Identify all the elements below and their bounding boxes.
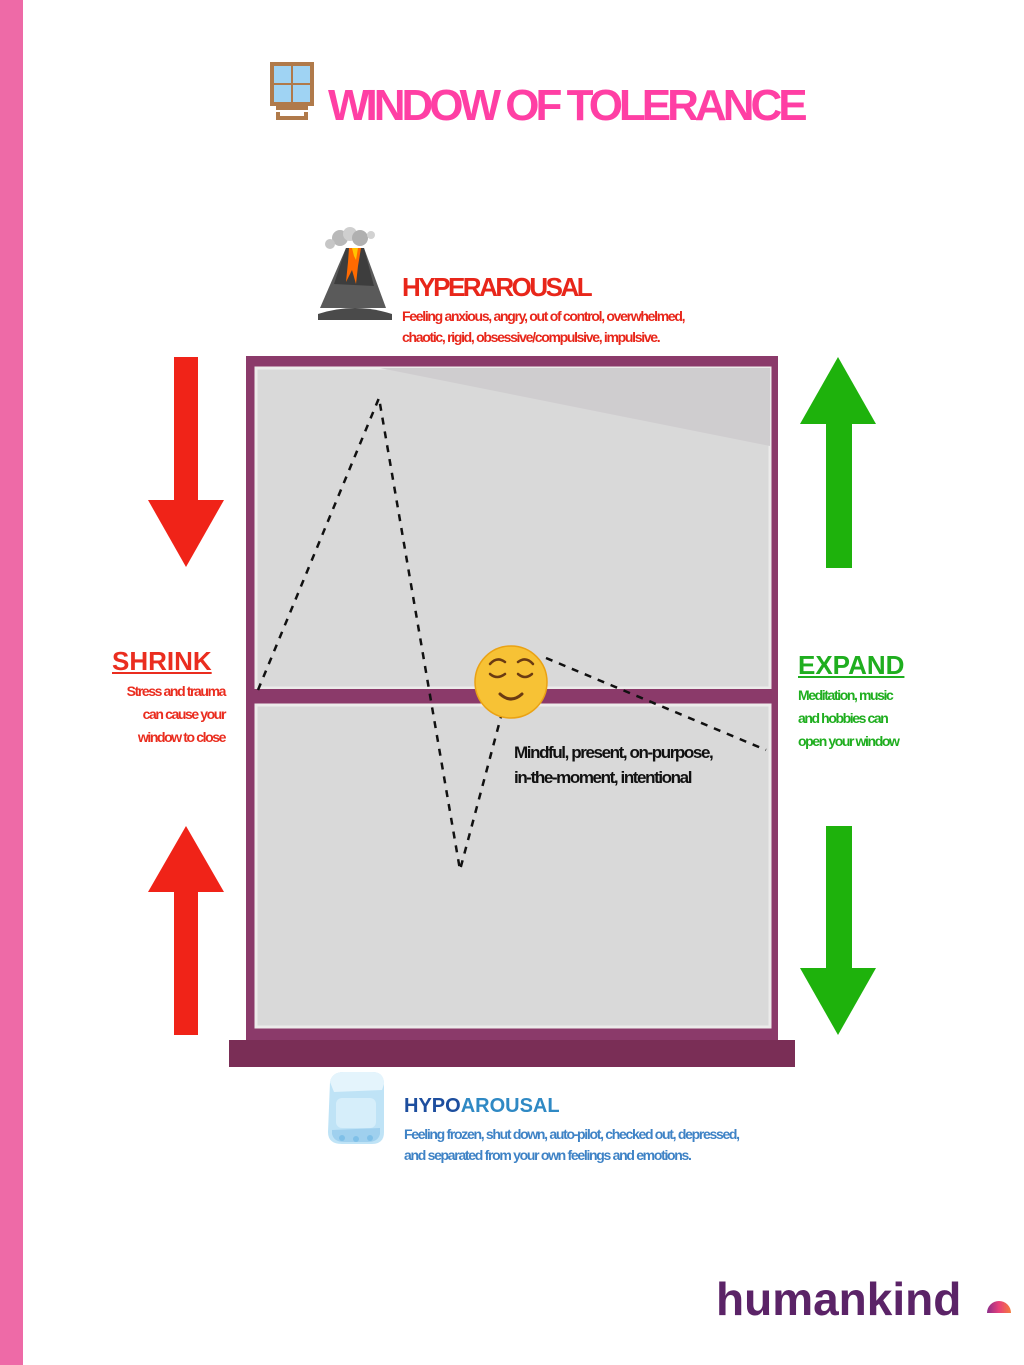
relieved-face-icon xyxy=(474,645,548,719)
shrink-arrow-down xyxy=(148,357,224,567)
center-desc-line: Mindful, present, on-purpose, xyxy=(514,743,714,762)
brand-name: humankind xyxy=(716,1273,962,1325)
hyperarousal-title: HYPERAROUSAL xyxy=(402,272,593,302)
expand-arrow-down xyxy=(800,826,876,1035)
shrink-desc-line: can cause your xyxy=(142,706,227,722)
shrink-title: SHRINK xyxy=(112,646,212,676)
center-description: Mindful, present, on-purpose, in-the-mom… xyxy=(514,740,714,790)
ice-cube-icon xyxy=(328,1072,384,1144)
lower-pane xyxy=(254,703,772,1029)
shrink-desc-line: Stress and trauma xyxy=(126,683,227,699)
hyperarousal-description: Feeling anxious, angry, out of control, … xyxy=(402,306,686,348)
hypoarousal-desc-line: and separated from your own feelings and… xyxy=(404,1147,692,1163)
expand-description: Meditation, music and hobbies can open y… xyxy=(798,684,900,753)
glass-reflection xyxy=(380,368,770,446)
expand-desc-line: Meditation, music xyxy=(798,687,894,703)
side-stripe xyxy=(0,0,23,1365)
hyperarousal-desc-line: chaotic, rigid, obsessive/compulsive, im… xyxy=(402,329,661,345)
brand-logo: humankind xyxy=(716,1276,1012,1336)
window-sill xyxy=(229,1040,795,1067)
arousal-path xyxy=(545,656,767,752)
window-icon xyxy=(270,62,314,120)
expand-desc-line: and hobbies can xyxy=(798,710,889,726)
hypoarousal-description: Feeling frozen, shut down, auto-pilot, c… xyxy=(404,1124,740,1166)
hypoarousal-desc-line: Feeling frozen, shut down, auto-pilot, c… xyxy=(404,1126,740,1142)
shrink-arrow-up xyxy=(148,826,224,1035)
volcano-icon xyxy=(318,227,392,320)
hypoarousal-title-prefix: HYPO xyxy=(404,1095,461,1117)
center-desc-line: in-the-moment, intentional xyxy=(514,768,692,787)
expand-arrow-up xyxy=(800,357,876,568)
expand-desc-line: open your window xyxy=(798,733,900,749)
sunrise-dot-icon xyxy=(987,1301,1011,1313)
page-title: WINDOW OF TOLERANCE xyxy=(328,81,808,130)
hypoarousal-title: HYPOAROUSAL xyxy=(404,1096,560,1116)
hyperarousal-desc-line: Feeling anxious, angry, out of control, … xyxy=(402,308,686,324)
shrink-description: Stress and trauma can cause your window … xyxy=(84,680,227,749)
arousal-path xyxy=(256,393,508,871)
expand-title: EXPAND xyxy=(798,650,905,680)
hypoarousal-title-suffix: AROUSAL xyxy=(460,1095,560,1117)
shrink-desc-line: window to close xyxy=(137,729,227,745)
